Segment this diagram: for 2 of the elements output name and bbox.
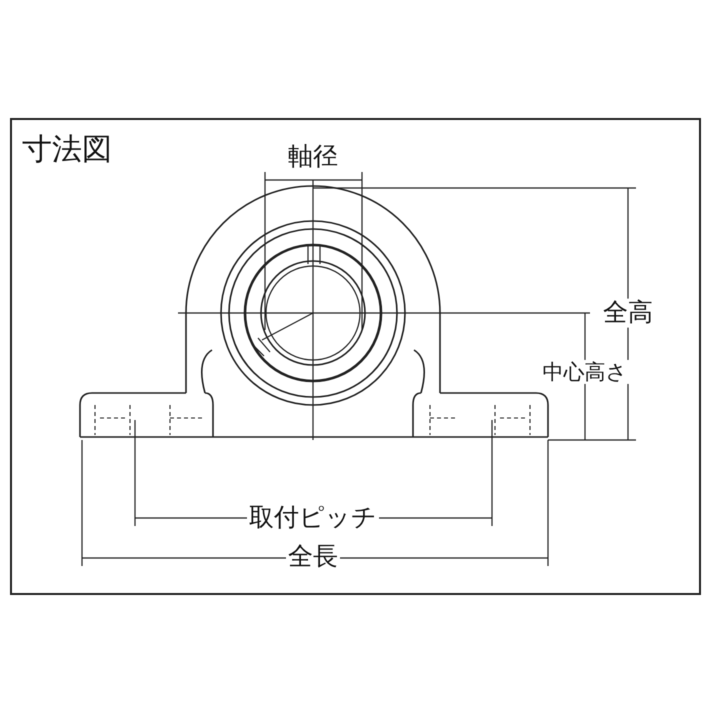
dimension-label: 中心高さ	[540, 360, 630, 384]
drawing-title: 寸法図	[22, 132, 112, 168]
